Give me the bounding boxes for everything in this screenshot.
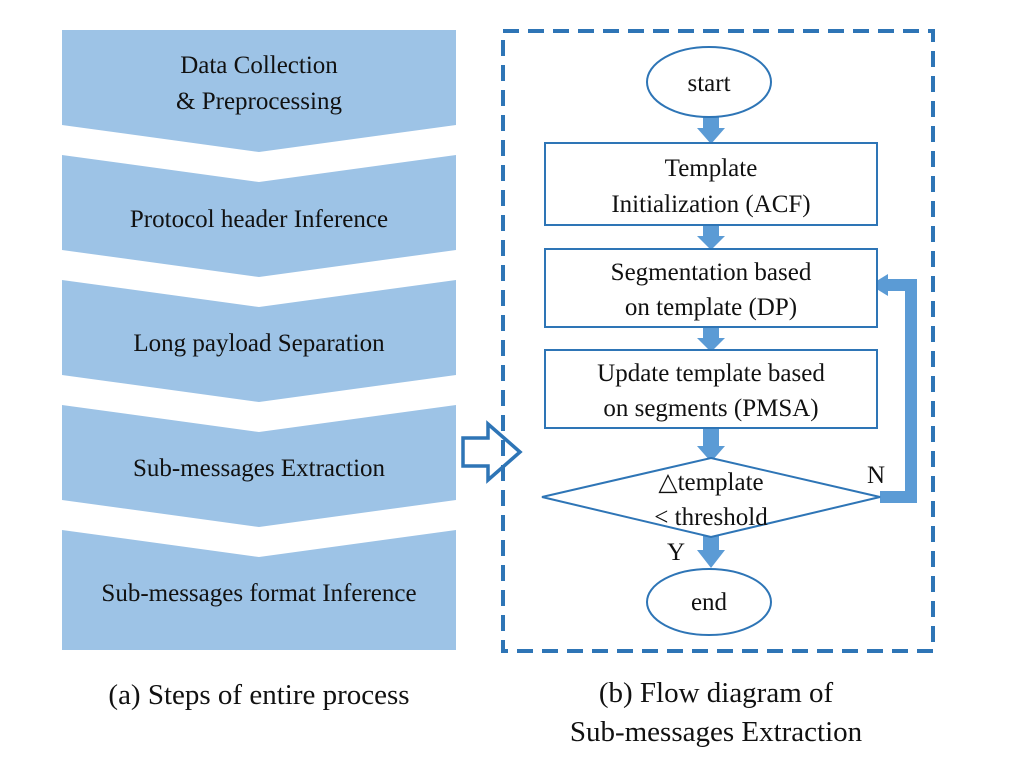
step-label: Sub-messages format Inference: [101, 580, 416, 607]
label-yes: Y: [667, 539, 685, 566]
arrow-loop-back: [870, 274, 917, 503]
step-label-line-2: & Preprocessing: [176, 88, 342, 115]
step-label-line-1: Data Collection: [180, 52, 338, 79]
flow-segmentation-box: Segmentation based on template (DP): [544, 248, 878, 328]
step-sub-messages-extraction: Sub-messages Extraction: [62, 405, 456, 527]
step-shape: [62, 30, 456, 152]
step-label: Long payload Separation: [133, 330, 385, 357]
step-label: Protocol header Inference: [130, 206, 388, 233]
step-sub-messages-format-inference: Sub-messages format Inference: [62, 530, 456, 650]
flow-end-node: end: [646, 568, 772, 636]
step-shape: [62, 280, 456, 402]
step-data-collection: Data Collection & Preprocessing: [62, 30, 456, 152]
step-shape: [62, 530, 456, 650]
flow-template-init-box: Template Initialization (ACF): [544, 142, 878, 226]
arrow-update-to-decision: [697, 426, 725, 462]
template-init-line-2: Initialization (ACF): [611, 191, 810, 218]
template-init-line-1: Template: [665, 155, 758, 182]
hollow-right-arrow-icon: [461, 420, 523, 484]
end-label: end: [691, 589, 728, 616]
step-shape: [62, 155, 456, 277]
update-line-1: Update template based: [597, 360, 825, 387]
caption-right-line-2: Sub-messages Extraction: [570, 716, 863, 748]
step-long-payload-separation: Long payload Separation: [62, 280, 456, 402]
flow-decision-diamond: △template < threshold: [541, 456, 881, 539]
start-label: start: [687, 70, 730, 97]
step-label: Sub-messages Extraction: [133, 455, 386, 482]
label-no: N: [867, 462, 885, 489]
segmentation-line-1: Segmentation based: [611, 259, 812, 286]
arrow-init-to-segmentation: [697, 224, 725, 250]
decision-line-2: < threshold: [654, 504, 768, 531]
arrow-segmentation-to-update: [697, 326, 725, 352]
decision-line-1: △template: [658, 469, 763, 496]
update-line-2: on segments (PMSA): [603, 395, 818, 422]
caption-right-line-1: (b) Flow diagram of: [599, 677, 834, 709]
step-shape: [62, 405, 456, 527]
flow-start-node: start: [646, 46, 772, 118]
caption-left: (a) Steps of entire process: [108, 679, 409, 711]
steps-column: Data Collection & Preprocessing Protocol…: [62, 30, 456, 650]
step-protocol-header-inference: Protocol header Inference: [62, 155, 456, 277]
segmentation-line-2: on template (DP): [625, 294, 797, 321]
flow-update-box: Update template based on segments (PMSA): [544, 349, 878, 429]
flow-arrows: [697, 110, 917, 568]
flow-diagram-frame: [501, 29, 935, 653]
